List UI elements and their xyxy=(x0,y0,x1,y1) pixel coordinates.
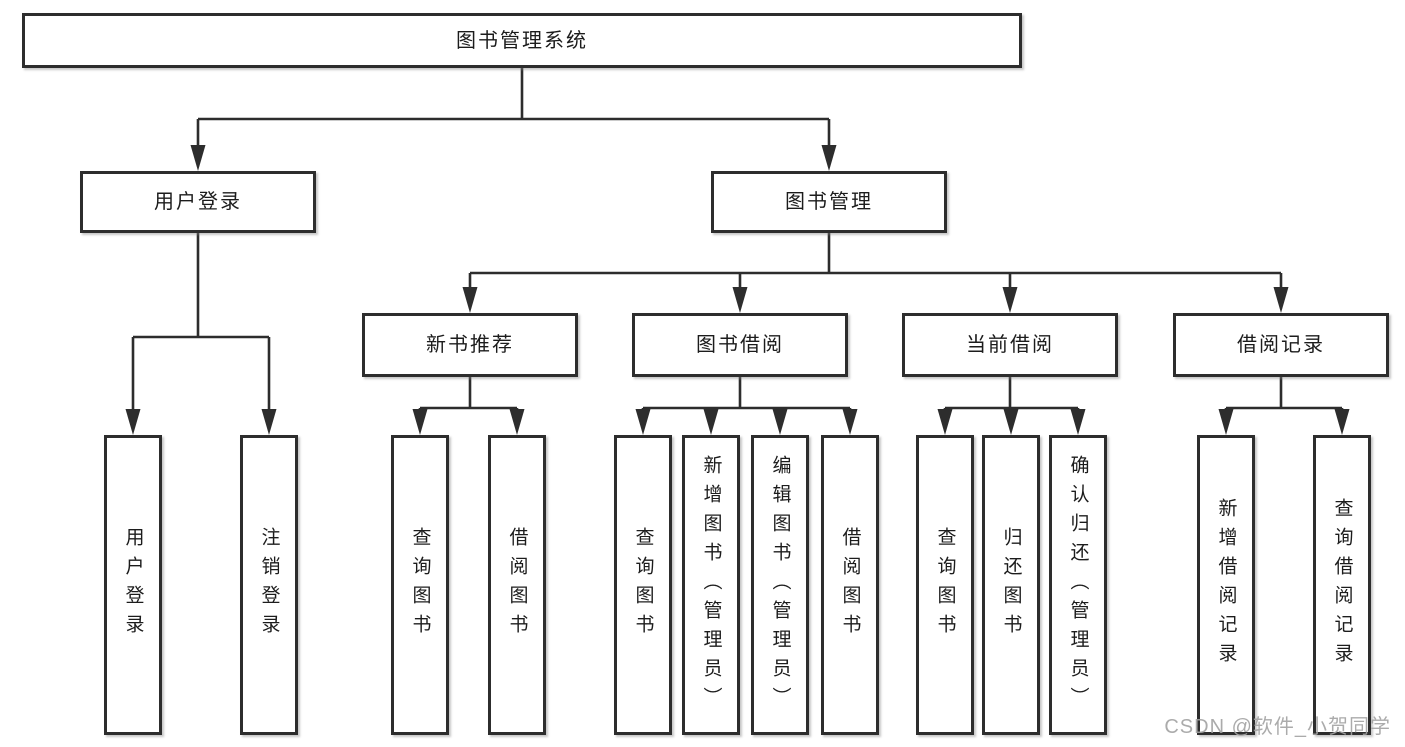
leaf-borrow-books-label: 借阅图书 xyxy=(839,527,861,643)
node-new-book-recommend-label: 新书推荐 xyxy=(426,334,514,356)
csdn-watermark: CSDN @软件_小贺同学 xyxy=(1164,716,1391,738)
leaf-add-book-admin-label: 新增图书（管理员） xyxy=(700,454,722,716)
node-book-borrow: 图书借阅 xyxy=(632,313,848,377)
leaf-edit-book-admin: 编辑图书（管理员） xyxy=(751,435,809,735)
node-book-management: 图书管理 xyxy=(711,171,947,233)
leaf-query-borrow-record: 查询借阅记录 xyxy=(1313,435,1371,735)
leaf-add-book-admin: 新增图书（管理员） xyxy=(682,435,740,735)
leaf-return-book: 归还图书 xyxy=(982,435,1040,735)
leaf-query-books-current: 查询图书 xyxy=(916,435,974,735)
node-current-borrow: 当前借阅 xyxy=(902,313,1118,377)
node-user-login-label: 用户登录 xyxy=(154,191,242,213)
node-root-label: 图书管理系统 xyxy=(456,29,588,52)
leaf-logout: 注销登录 xyxy=(240,435,298,735)
leaf-query-books-current-label: 查询图书 xyxy=(934,527,956,643)
leaf-query-books-borrow: 查询图书 xyxy=(614,435,672,735)
node-book-management-label: 图书管理 xyxy=(785,191,873,213)
leaf-query-books-recommend-label: 查询图书 xyxy=(409,527,431,643)
leaf-borrow-books: 借阅图书 xyxy=(821,435,879,735)
leaf-add-borrow-record: 新增借阅记录 xyxy=(1197,435,1255,735)
node-book-borrow-label: 图书借阅 xyxy=(696,334,784,356)
leaf-add-borrow-record-label: 新增借阅记录 xyxy=(1215,498,1237,672)
leaf-confirm-return-admin-label: 确认归还（管理员） xyxy=(1067,454,1089,716)
node-new-book-recommend: 新书推荐 xyxy=(362,313,578,377)
leaf-borrow-books-recommend-label: 借阅图书 xyxy=(506,527,528,643)
leaf-query-borrow-record-label: 查询借阅记录 xyxy=(1331,498,1353,672)
leaf-confirm-return-admin: 确认归还（管理员） xyxy=(1049,435,1107,735)
leaf-user-login-label: 用户登录 xyxy=(122,527,144,643)
leaf-borrow-books-recommend: 借阅图书 xyxy=(488,435,546,735)
leaf-logout-label: 注销登录 xyxy=(258,527,280,643)
node-user-login: 用户登录 xyxy=(80,171,316,233)
leaf-user-login: 用户登录 xyxy=(104,435,162,735)
leaf-edit-book-admin-label: 编辑图书（管理员） xyxy=(769,454,791,716)
node-borrow-records-label: 借阅记录 xyxy=(1237,334,1325,356)
leaf-query-books-recommend: 查询图书 xyxy=(391,435,449,735)
node-root: 图书管理系统 xyxy=(22,13,1022,68)
node-current-borrow-label: 当前借阅 xyxy=(966,334,1054,356)
leaf-query-books-borrow-label: 查询图书 xyxy=(632,527,654,643)
leaf-return-book-label: 归还图书 xyxy=(1000,527,1022,643)
node-borrow-records: 借阅记录 xyxy=(1173,313,1389,377)
